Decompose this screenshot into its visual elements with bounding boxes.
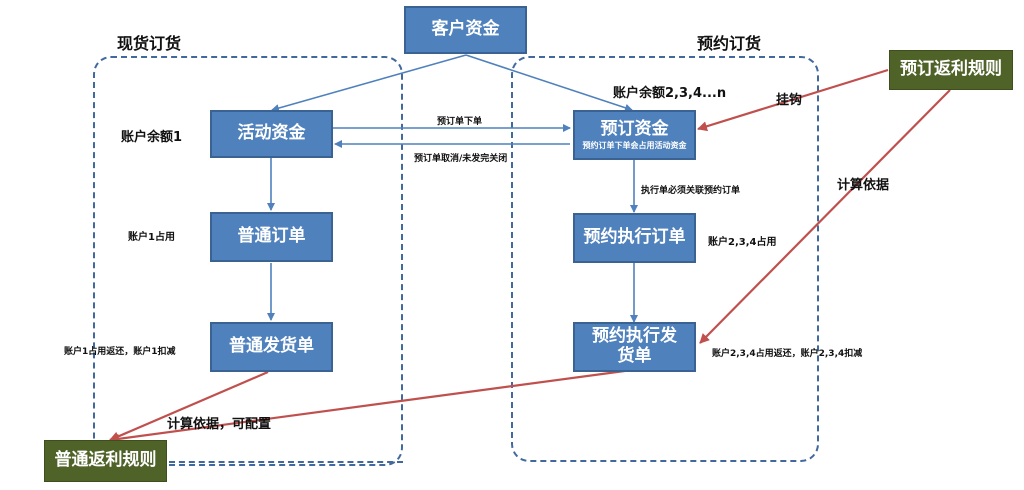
node-customer-funds[interactable]: 客户资金 <box>404 6 527 54</box>
region-spot-ordering <box>93 56 403 466</box>
label-reserve-order-cancel: 预订单取消/未发完关闭 <box>414 154 508 164</box>
node-reserve-funds-label: 预订资金 <box>600 118 669 139</box>
dashed-link-rebate-to-region <box>169 461 403 463</box>
label-exec-must-link: 执行单必须关联预约订单 <box>641 186 741 196</box>
node-reserve-exec-order[interactable]: 预约执行订单 <box>573 213 696 263</box>
label-account-234-occupied: 账户2,3,4占用 <box>708 237 777 248</box>
rebate-hook-line <box>697 68 889 132</box>
node-reserve-rebate-rule[interactable]: 预订返利规则 <box>889 50 1013 90</box>
node-normal-rebate-rule-label: 普通返利规则 <box>54 450 157 471</box>
node-reserve-exec-delivery[interactable]: 预约执行发货单 <box>573 322 696 372</box>
region-reserve-title: 预约订货 <box>697 34 762 53</box>
node-normal-order-label: 普通订单 <box>237 226 306 247</box>
node-activity-funds[interactable]: 活动资金 <box>210 110 333 158</box>
flow-customer-to-reserve <box>465 54 633 112</box>
node-normal-delivery-label: 普通发货单 <box>229 336 314 357</box>
node-reserve-funds-sublabel: 预约订单下单会占用活动资金 <box>582 141 687 151</box>
label-account-1-return-deduct: 账户1占用返还，账户1扣减 <box>64 347 176 357</box>
node-reserve-exec-delivery-label: 预约执行发货单 <box>592 326 677 366</box>
rebate-normal-delivery-line <box>109 370 269 442</box>
label-account-1-occupied: 账户1占用 <box>128 232 175 243</box>
label-calc-basis: 计算依据 <box>837 178 890 193</box>
label-hook: 挂钩 <box>776 93 803 108</box>
node-normal-rebate-rule[interactable]: 普通返利规则 <box>44 440 167 482</box>
flow-customer-to-activity <box>271 54 467 112</box>
node-customer-funds-label: 客户资金 <box>431 19 500 40</box>
node-reserve-rebate-rule-label: 预订返利规则 <box>900 59 1002 80</box>
label-account-balance-n: 账户余额2,3,4...n <box>613 86 727 101</box>
node-reserve-exec-order-label: 预约执行订单 <box>583 227 686 248</box>
node-normal-delivery[interactable]: 普通发货单 <box>210 322 333 372</box>
rebate-calc-basis-line <box>699 89 951 344</box>
node-normal-order[interactable]: 普通订单 <box>210 212 333 262</box>
node-reserve-funds[interactable]: 预订资金 预约订单下单会占用活动资金 <box>573 110 696 160</box>
rebate-exec-delivery-line <box>109 368 633 444</box>
label-account-234-return-deduct: 账户2,3,4占用返还，账户2,3,4扣减 <box>712 349 863 359</box>
label-calc-basis-configurable: 计算依据，可配置 <box>167 417 272 432</box>
region-spot-title: 现货订货 <box>117 34 182 53</box>
label-account-balance-1: 账户余额1 <box>121 130 183 145</box>
label-reserve-order-place: 预订单下单 <box>437 117 483 127</box>
region-reserve-ordering <box>511 56 819 462</box>
node-activity-funds-label: 活动资金 <box>237 123 306 144</box>
